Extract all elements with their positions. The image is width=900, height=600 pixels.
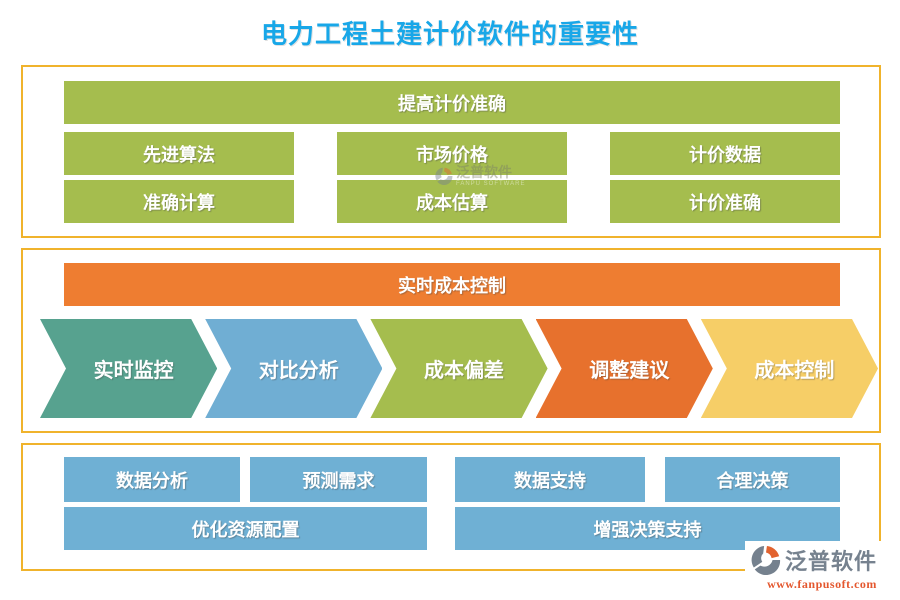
section-pricing-accuracy: 提高计价准确 先进算法 市场价格 计价数据 准确计算 成本估算 计价准确 泛普软… <box>21 65 881 238</box>
fanpu-logo-row: 泛普软件 <box>751 544 893 576</box>
pricing-item: 先进算法 <box>64 132 294 175</box>
fanpu-logo: 泛普软件 www.fanpusoft.com <box>745 541 895 594</box>
pricing-header-bar: 提高计价准确 <box>64 81 840 124</box>
pricing-item: 准确计算 <box>64 180 294 223</box>
decision-item: 数据支持 <box>455 457 645 502</box>
flow-step: 实时监控 <box>40 319 217 418</box>
cost-header-bar: 实时成本控制 <box>64 263 840 306</box>
pricing-item: 成本估算 <box>337 180 567 223</box>
decision-item: 合理决策 <box>665 457 840 502</box>
decision-item: 数据分析 <box>64 457 240 502</box>
section-decision-support: 数据分析 预测需求 数据支持 合理决策 优化资源配置 增强决策支持 <box>21 443 881 571</box>
decision-item: 优化资源配置 <box>64 507 427 550</box>
flow-step: 调整建议 <box>536 319 713 418</box>
fanpu-logo-website: www.fanpusoft.com <box>767 577 877 591</box>
pricing-row-2: 准确计算 成本估算 计价准确 <box>64 180 840 223</box>
pricing-item: 市场价格 <box>337 132 567 175</box>
fanpu-logo-icon <box>751 545 781 575</box>
section-cost-control: 实时成本控制 实时监控 对比分析 成本偏差 调整建议 成本控制 <box>21 248 881 433</box>
page-title: 电力工程土建计价软件的重要性 <box>260 19 639 49</box>
fanpu-logo-name: 泛普软件 <box>785 549 878 574</box>
flow-step: 对比分析 <box>205 319 382 418</box>
cost-arrow-flow: 实时监控 对比分析 成本偏差 调整建议 成本控制 <box>40 319 878 418</box>
decision-item: 预测需求 <box>250 457 427 502</box>
flow-step: 成本控制 <box>701 319 878 418</box>
pricing-item: 计价准确 <box>610 180 840 223</box>
flow-step: 成本偏差 <box>370 319 547 418</box>
pricing-item: 计价数据 <box>610 132 840 175</box>
pricing-row-1: 先进算法 市场价格 计价数据 <box>64 132 840 175</box>
